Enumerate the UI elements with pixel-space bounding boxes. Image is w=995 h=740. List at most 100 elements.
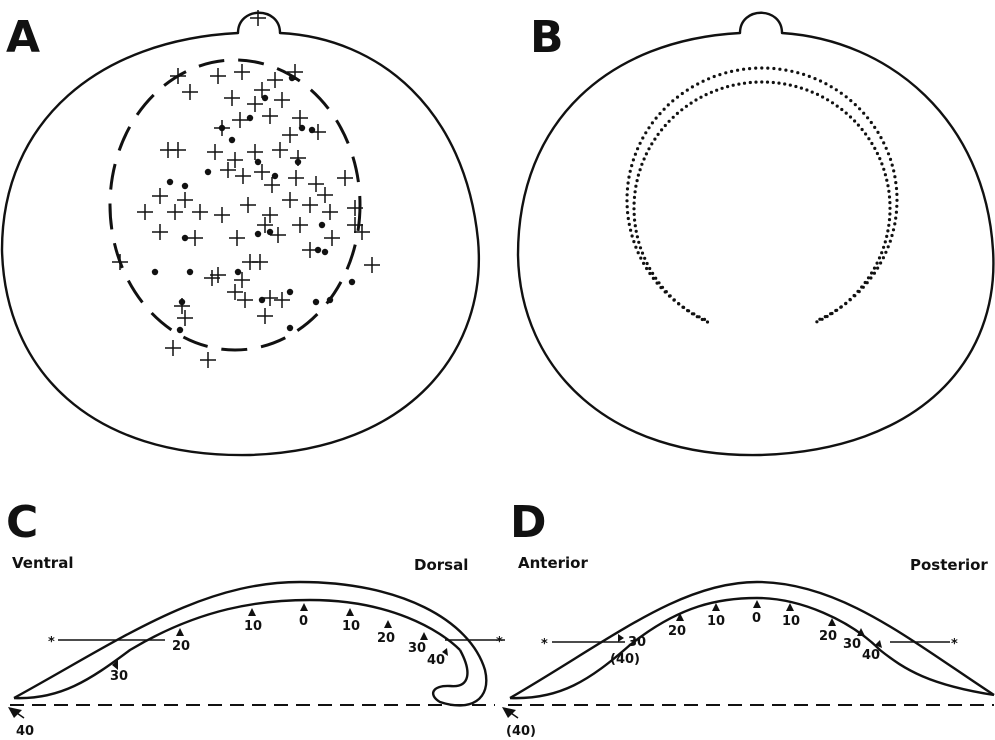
ring-dot (889, 158, 892, 161)
ring-dot (873, 147, 876, 150)
ring-dot (860, 285, 863, 288)
ring-dot (790, 70, 793, 73)
cross-mark (274, 92, 290, 108)
ring-dot (673, 298, 676, 301)
ring-dot (651, 121, 654, 124)
ring-dot (819, 79, 822, 82)
ring-dot (811, 91, 814, 94)
ring-dot (631, 234, 634, 237)
panel-d-label-10-left: 10 (707, 614, 725, 629)
cross-mark (302, 197, 318, 213)
ring-dot (845, 112, 848, 115)
panel-d-tick-0 (753, 600, 761, 608)
ring-dot (707, 77, 710, 80)
cross-mark (234, 64, 250, 80)
cross-mark (165, 340, 181, 356)
cross-mark (152, 224, 168, 240)
panel-b-dotted-u-ring (625, 66, 898, 323)
ring-dot (892, 169, 895, 172)
panel-c-label-10-left: 10 (244, 619, 262, 634)
ring-dot (766, 81, 769, 84)
ring-dot (845, 95, 848, 98)
ring-dot (891, 164, 894, 167)
cross-mark (282, 192, 298, 208)
ring-dot (637, 174, 640, 177)
panel-d-label-40-left: (40) (610, 652, 640, 667)
cross-mark (177, 192, 193, 208)
ring-dot (892, 228, 895, 231)
cross-mark (170, 142, 186, 158)
ring-dot (882, 168, 885, 171)
ring-dot (691, 312, 694, 315)
ring-dot (629, 229, 632, 232)
ring-dot (661, 286, 664, 289)
ring-dot (878, 157, 881, 160)
cross-mark (247, 96, 263, 112)
ring-dot (890, 234, 893, 237)
panel-c-label-30-right: 30 (408, 641, 426, 656)
panel-d-label-30-left: 30 (628, 635, 646, 650)
ring-dot (849, 115, 852, 118)
ring-dot (724, 71, 727, 74)
ring-dot (710, 91, 713, 94)
dot-mark (235, 269, 241, 275)
dot-mark (179, 299, 185, 305)
ring-dot (880, 251, 883, 254)
dot-mark (255, 159, 261, 165)
ring-dot (830, 85, 833, 88)
ring-dot (876, 267, 879, 270)
panel-c-label-40-right: 40 (427, 653, 445, 668)
dot-mark (219, 125, 225, 131)
ring-dot (887, 152, 890, 155)
ring-dot (681, 92, 684, 95)
dot-mark (182, 235, 188, 241)
ring-dot (840, 92, 843, 95)
ring-dot (882, 246, 885, 249)
cross-mark (224, 90, 240, 106)
ring-dot (633, 202, 636, 205)
panel-c-inner-outline (14, 600, 460, 698)
cross-mark (270, 227, 286, 243)
cross-mark (254, 164, 270, 180)
cross-mark (364, 257, 380, 273)
ring-dot (639, 246, 642, 249)
ring-dot (870, 121, 873, 124)
cross-mark (322, 204, 338, 220)
ring-dot (840, 305, 843, 308)
cross-mark (192, 204, 208, 220)
ring-dot (685, 105, 688, 108)
ring-dot (636, 235, 639, 238)
ring-dot (633, 196, 636, 199)
ring-dot (657, 281, 660, 284)
cross-mark (177, 310, 193, 326)
cross-mark (308, 176, 324, 192)
ring-dot (702, 80, 705, 83)
dot-mark (262, 95, 268, 101)
panel-d-right-label: Posterior (910, 556, 988, 574)
ring-dot (667, 103, 670, 106)
ring-dot (721, 87, 724, 90)
ring-dot (657, 133, 660, 136)
ring-dot (671, 99, 674, 102)
panel-c-tick-20-left (176, 628, 184, 636)
dot-mark (255, 231, 261, 237)
ring-dot (766, 67, 769, 70)
ring-dot (893, 222, 896, 225)
cross-mark (200, 352, 216, 368)
panel-d-letter: D (510, 497, 547, 548)
cross-mark (227, 152, 243, 168)
ring-dot (636, 179, 639, 182)
ring-dot (663, 108, 666, 111)
cross-mark (354, 224, 370, 240)
panel-c-left-label: Ventral (12, 554, 73, 572)
ring-dot (882, 141, 885, 144)
cross-mark (324, 230, 340, 246)
cross-mark (242, 254, 258, 270)
ring-dot (681, 306, 684, 309)
ring-dot (645, 152, 648, 155)
dot-mark (187, 269, 193, 275)
ring-dot (884, 240, 887, 243)
ring-dot (856, 290, 859, 293)
cross-mark (235, 168, 251, 184)
ring-dot (637, 251, 640, 254)
